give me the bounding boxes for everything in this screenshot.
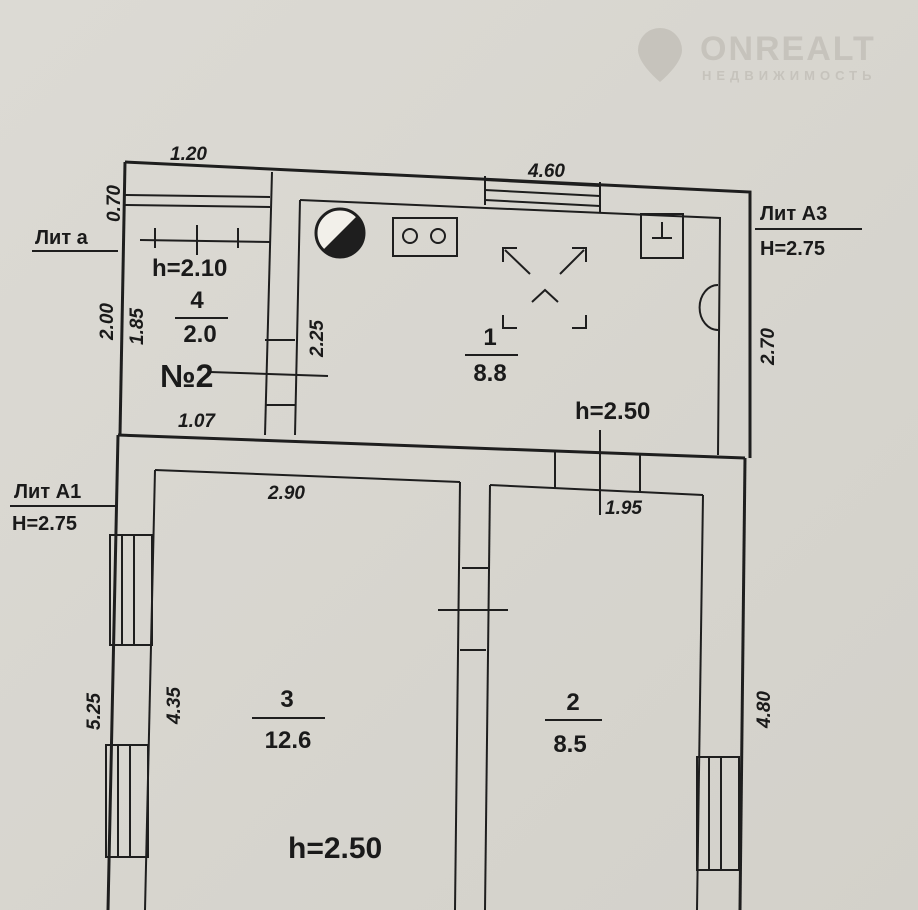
window-right (696, 756, 740, 871)
stove-icon (392, 217, 458, 257)
height-annex: h=2.10 (152, 255, 227, 282)
dim-right: 4.80 (754, 691, 775, 729)
lit-a3-label: Лит А3 (760, 203, 827, 225)
room-area: 12.6 (265, 727, 312, 754)
window-top (484, 176, 601, 212)
watermark-subtitle: НЕДВИЖИМОСТЬ (702, 68, 876, 83)
lit-a-label: Лит а (35, 227, 89, 249)
room-area: 8.5 (553, 731, 586, 758)
dim-annex-left-inner: 1.85 (127, 308, 148, 345)
dim-kitchen-right: 2.70 (758, 328, 779, 366)
radiator-arc-icon (698, 284, 719, 331)
dim-room2-top: 1.95 (605, 498, 642, 519)
lit-a1-label: Лит А1 (14, 481, 81, 503)
room-area: 2.0 (183, 321, 216, 348)
dim-annex-left-outer: 2.00 (97, 303, 118, 341)
dim-annex-bottom: 1.07 (178, 411, 216, 432)
room-3-label: 3 12.6 (252, 686, 325, 754)
room-2-label: 2 8.5 (545, 689, 602, 758)
lit-a3-height: H=2.75 (760, 238, 825, 260)
height-kitchen: h=2.50 (575, 398, 650, 425)
dim-left-inner: 4.35 (164, 687, 185, 725)
room-number: 2 (566, 689, 579, 716)
room-number: 3 (280, 686, 293, 713)
room-area: 8.8 (473, 360, 506, 387)
room-number: 4 (190, 287, 204, 314)
windows (105, 176, 740, 871)
window-left-lower (105, 744, 149, 858)
height-main: h=2.50 (288, 832, 382, 865)
boiler-icon (314, 207, 366, 259)
watermark-brand: ONREALT (700, 30, 876, 68)
dim-left-outer: 5.25 (84, 693, 105, 730)
dimensions: 1.20 4.60 0.70 2.00 1.85 1.07 2.25 2.70 … (84, 144, 779, 730)
watermark: ONREALT НЕДВИЖИМОСТЬ (638, 28, 876, 83)
dim-room3-top: 2.90 (267, 483, 305, 504)
walls (106, 160, 752, 910)
dim-partition: 2.25 (307, 320, 328, 358)
room-4-label: 4 2.0 (175, 287, 228, 348)
apartment-label: №2 (160, 358, 213, 394)
ventilation-icon (502, 247, 587, 329)
window-left-upper (109, 534, 153, 646)
dim-top-annex: 1.20 (170, 144, 207, 165)
dim-annex-left-top: 0.70 (104, 185, 125, 222)
sink-icon (640, 213, 684, 259)
lit-a1-height: H=2.75 (12, 513, 77, 535)
room-1-label: 1 8.8 (465, 324, 518, 387)
room-number: 1 (483, 324, 496, 351)
location-pin-icon (638, 28, 682, 82)
dim-top-kitchen: 4.60 (527, 161, 565, 182)
